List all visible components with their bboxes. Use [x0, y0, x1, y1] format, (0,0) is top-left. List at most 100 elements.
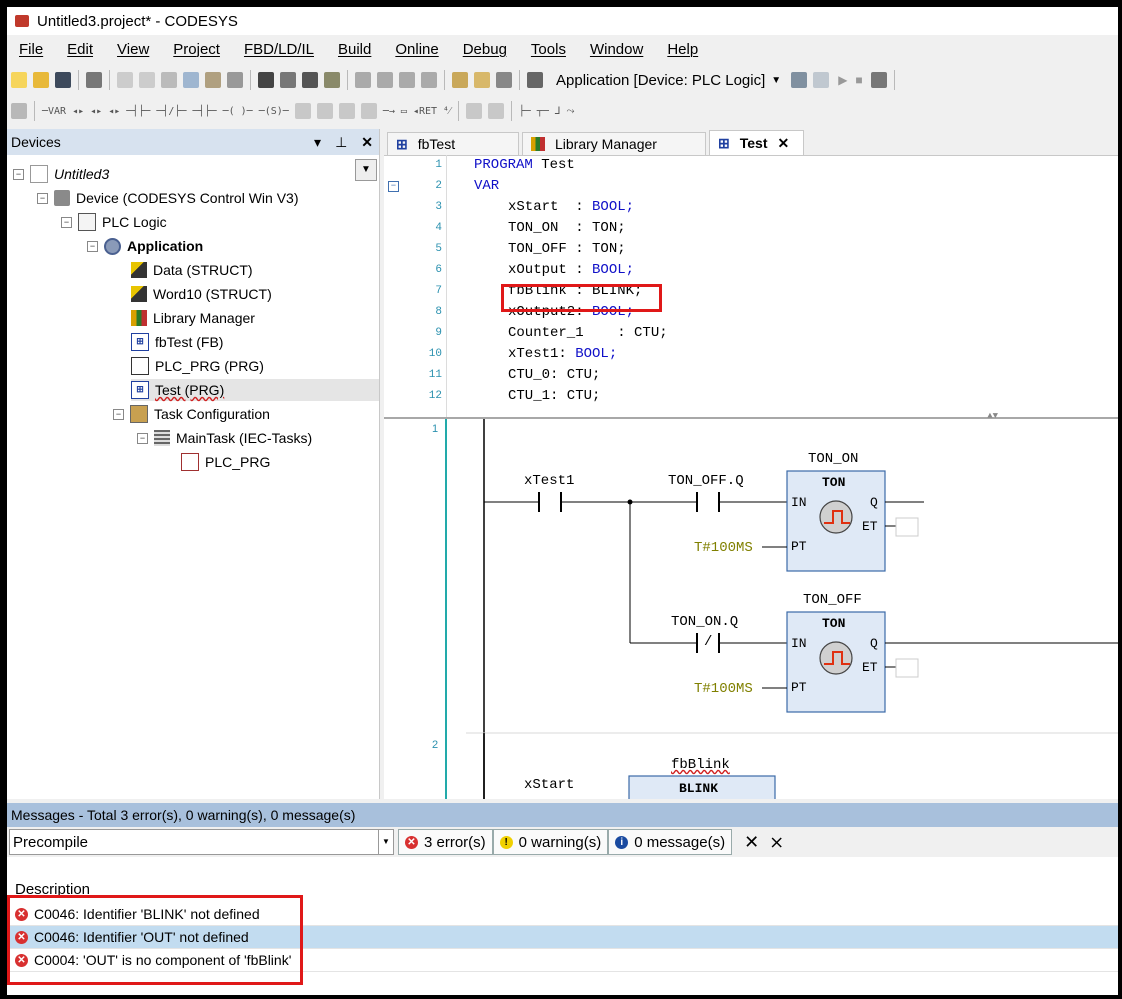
collapse-icon[interactable]: −	[137, 432, 148, 444]
insert-box-en-icon[interactable]	[316, 103, 333, 119]
tree-item-library-manager[interactable]: Library Manager	[131, 307, 255, 329]
code-line[interactable]: fbBlink : BLINK;	[508, 283, 643, 299]
add-device-icon[interactable]	[474, 72, 490, 88]
save-icon[interactable]	[55, 72, 71, 88]
menu-build[interactable]: Build	[338, 40, 372, 58]
replace-icon[interactable]	[280, 72, 296, 88]
tree-item-plc-logic[interactable]: − PLC Logic	[61, 211, 167, 233]
start-icon[interactable]: ▶	[838, 73, 848, 87]
find-icon[interactable]	[258, 72, 274, 88]
message-row[interactable]: ✕ C0004: 'OUT' is no component of 'fbBli…	[7, 949, 1118, 972]
tree-item-plc-prg-call[interactable]: PLC_PRG	[181, 451, 270, 473]
insert-jump-icon[interactable]	[360, 103, 377, 119]
login-icon[interactable]	[791, 72, 808, 88]
menu-window[interactable]: Window	[589, 40, 644, 58]
message-row-selected[interactable]: ✕ C0046: Identifier 'OUT' not defined	[7, 926, 1118, 949]
menu-project[interactable]: Project	[173, 40, 220, 58]
insert-label-icon[interactable]	[465, 103, 482, 119]
insert-contact-icon[interactable]: ─┤├─ ─┤/├─ ─┤├─	[126, 105, 217, 117]
tree-item-word10-struct[interactable]: Word10 (STRUCT)	[131, 283, 272, 305]
menu-view[interactable]: View	[117, 40, 150, 58]
tree-item-device[interactable]: − Device (CODESYS Control Win V3)	[37, 187, 299, 209]
code-line[interactable]: xTest1: BOOL;	[508, 346, 618, 362]
code-line[interactable]: PROGRAM Test	[474, 157, 575, 173]
menu-online[interactable]: Online	[395, 40, 439, 58]
insert-var-icon[interactable]: ─VAR ◂▸ ◂▸ ◂▸	[42, 105, 121, 117]
tree-item-data-struct[interactable]: Data (STRUCT)	[131, 259, 253, 281]
add-object-icon[interactable]	[452, 72, 468, 88]
tree-item-application[interactable]: − Application	[87, 235, 203, 257]
find-in-project-icon[interactable]	[302, 72, 318, 88]
blink-instance-label[interactable]: fbBlink	[671, 757, 730, 773]
menu-tools[interactable]: Tools	[530, 40, 566, 58]
splitter-arrows-icon[interactable]: ▲▼	[987, 411, 998, 421]
code-line[interactable]: Counter_1 : CTU;	[508, 325, 668, 341]
tab-library-manager[interactable]: Library Manager	[522, 132, 706, 155]
cut-icon[interactable]	[161, 72, 177, 88]
menu-debug[interactable]: Debug	[462, 40, 507, 58]
menu-file[interactable]: File	[19, 40, 44, 58]
insert-comment-icon[interactable]	[487, 103, 504, 119]
warnings-filter-button[interactable]: ! 0 warning(s)	[492, 829, 609, 855]
tab-fbtest[interactable]: ⊞ fbTest	[387, 132, 519, 155]
collapse-icon[interactable]: −	[13, 168, 24, 180]
stop-icon[interactable]: ■	[855, 73, 863, 87]
code-line[interactable]: xOutput2: BOOL;	[508, 304, 635, 320]
pt-value-ton-on[interactable]: T#100MS	[694, 540, 753, 556]
collapse-icon[interactable]: −	[37, 192, 48, 204]
close-tab-icon[interactable]: ✕	[777, 134, 790, 151]
undo-icon[interactable]	[117, 72, 133, 88]
tree-dropdown-button[interactable]: ▼	[355, 159, 377, 181]
insert-return-icon[interactable]: ─→ ▭ ◂RET ⁴⁄	[382, 105, 451, 117]
tab-test[interactable]: ⊞ Test ✕	[709, 130, 805, 155]
bookmark-icon[interactable]	[355, 72, 371, 88]
redo-icon[interactable]	[139, 72, 155, 88]
copy-icon[interactable]	[183, 72, 199, 88]
code-line[interactable]: TON_ON : TON;	[508, 220, 626, 236]
collapse-icon[interactable]: −	[87, 240, 98, 252]
errors-filter-button[interactable]: ✕ 3 error(s)	[398, 829, 493, 855]
message-category-select[interactable]: Precompile ▼	[9, 829, 394, 855]
active-application-select[interactable]: Application [Device: PLC Logic] ▼	[552, 70, 785, 91]
bookmark-next-icon[interactable]	[377, 72, 393, 88]
contact-tonoff-q-label[interactable]: TON_OFF.Q	[668, 473, 744, 489]
code-line[interactable]: CTU_1: CTU;	[508, 388, 601, 404]
code-line[interactable]: xOutput : BOOL;	[508, 262, 635, 278]
chevron-down-icon[interactable]: ▼	[378, 830, 393, 854]
reset-icon[interactable]	[870, 72, 887, 88]
insert-branch-icon[interactable]: ├─ ┬─ ⅃ ⤳	[518, 105, 575, 117]
insert-network-icon[interactable]	[11, 103, 27, 119]
contact-tonon-q-label[interactable]: TON_ON.Q	[671, 614, 739, 630]
tree-item-plc-prg[interactable]: PLC_PRG (PRG)	[131, 355, 264, 377]
panel-menu-icon[interactable]: ▾	[314, 133, 322, 150]
print-icon[interactable]	[86, 72, 102, 88]
open-folder-icon[interactable]	[33, 72, 49, 88]
ton-on-instance-label[interactable]: TON_ON	[808, 451, 859, 467]
messages-filter-button[interactable]: i 0 message(s)	[608, 829, 733, 855]
logout-icon[interactable]	[813, 72, 830, 88]
replace-in-project-icon[interactable]	[324, 72, 340, 88]
contact-xtest1-label[interactable]: xTest1	[524, 473, 575, 489]
insert-box-icon[interactable]	[294, 103, 311, 119]
menu-fbd-ld-il[interactable]: FBD/LD/IL	[243, 40, 314, 58]
menu-help[interactable]: Help	[667, 40, 699, 58]
new-project-icon[interactable]	[11, 72, 27, 88]
collapse-icon[interactable]: −	[113, 408, 124, 420]
fold-toggle-icon[interactable]: −	[388, 181, 399, 192]
code-line[interactable]: CTU_0: CTU;	[508, 367, 601, 383]
tree-item-maintask[interactable]: − MainTask (IEC-Tasks)	[137, 427, 312, 449]
pt-value-ton-off[interactable]: T#100MS	[694, 681, 753, 697]
properties-icon[interactable]	[496, 72, 512, 88]
bookmark-prev-icon[interactable]	[399, 72, 415, 88]
insert-assignment-icon[interactable]	[338, 103, 355, 119]
paste-icon[interactable]	[205, 72, 221, 88]
code-line[interactable]: TON_OFF : TON;	[508, 241, 626, 257]
tree-item-task-configuration[interactable]: − Task Configuration	[113, 403, 270, 425]
close-icon[interactable]: ✕	[361, 133, 373, 150]
message-row[interactable]: ✕ C0046: Identifier 'BLINK' not defined	[7, 903, 1118, 926]
collapse-icon[interactable]: −	[61, 216, 72, 228]
contact-xstart-label[interactable]: xStart	[524, 777, 575, 793]
tree-item-test-prg[interactable]: ⊞ Test (PRG)	[131, 379, 379, 401]
clear-all-messages-icon[interactable]: ⨯	[769, 831, 785, 852]
